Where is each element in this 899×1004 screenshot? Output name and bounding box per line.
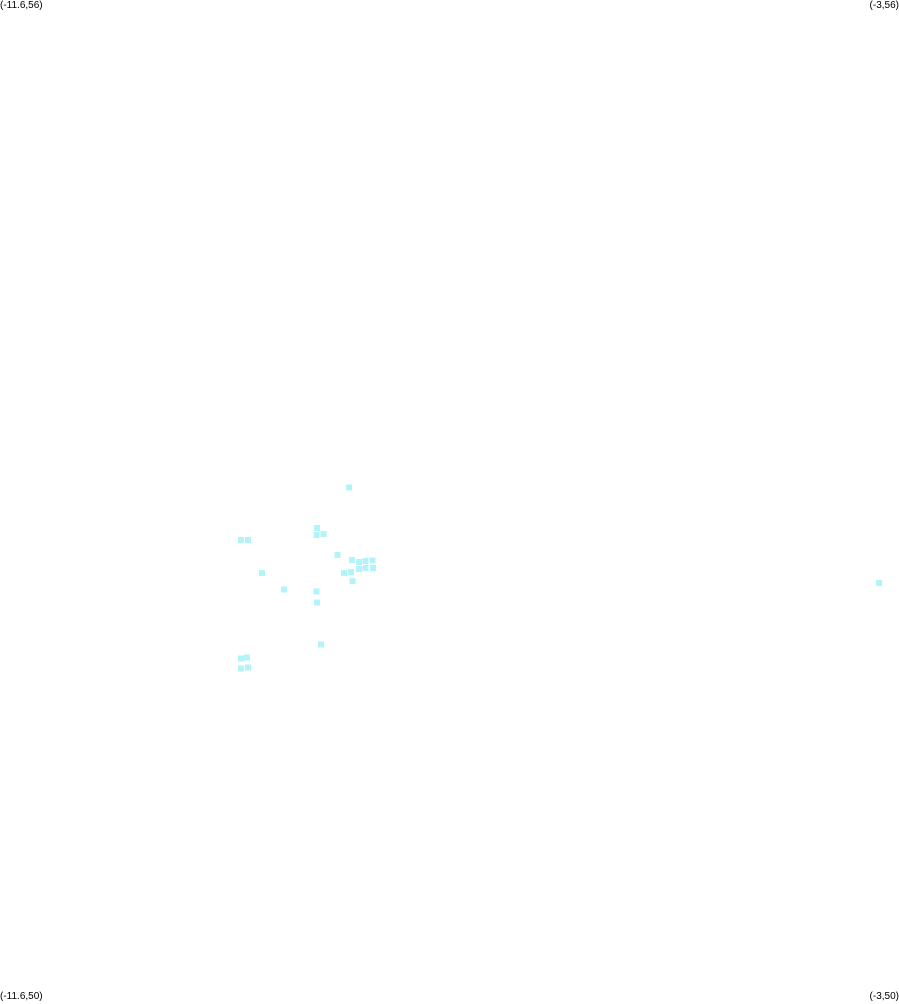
map-marker[interactable] bbox=[347, 568, 354, 575]
map-marker[interactable] bbox=[259, 569, 265, 576]
map-marker[interactable] bbox=[369, 557, 376, 564]
map-marker[interactable] bbox=[349, 577, 356, 584]
map-marker[interactable] bbox=[244, 664, 251, 671]
map-marker[interactable] bbox=[244, 536, 251, 543]
corner-label-top-left: (-11.6,56) bbox=[0, 0, 43, 11]
map-marker[interactable] bbox=[362, 557, 369, 564]
map-marker[interactable] bbox=[345, 484, 352, 491]
map-marker[interactable] bbox=[238, 536, 244, 543]
corner-label-top-right: (-3,56) bbox=[869, 0, 899, 11]
map-marker[interactable] bbox=[244, 654, 251, 661]
map-marker[interactable] bbox=[355, 565, 362, 572]
corner-label-bottom-left: (-11.6,50) bbox=[0, 991, 43, 1002]
map-marker[interactable] bbox=[313, 588, 320, 595]
map-marker[interactable] bbox=[313, 531, 320, 538]
map-marker[interactable] bbox=[341, 569, 348, 576]
map-marker[interactable] bbox=[349, 556, 356, 563]
map-marker[interactable] bbox=[314, 524, 321, 531]
map-marker[interactable] bbox=[362, 564, 369, 571]
map-marker[interactable] bbox=[317, 641, 324, 648]
map-marker[interactable] bbox=[370, 564, 376, 571]
map-marker[interactable] bbox=[280, 586, 287, 593]
map-marker[interactable] bbox=[314, 599, 321, 606]
map-marker[interactable] bbox=[334, 551, 341, 558]
corner-label-bottom-right: (-3,50) bbox=[869, 991, 899, 1002]
map-marker[interactable] bbox=[320, 530, 327, 537]
map-marker[interactable] bbox=[355, 558, 362, 565]
map-marker[interactable] bbox=[876, 579, 882, 586]
map-marker[interactable] bbox=[238, 665, 244, 672]
map-marker[interactable] bbox=[238, 655, 244, 662]
